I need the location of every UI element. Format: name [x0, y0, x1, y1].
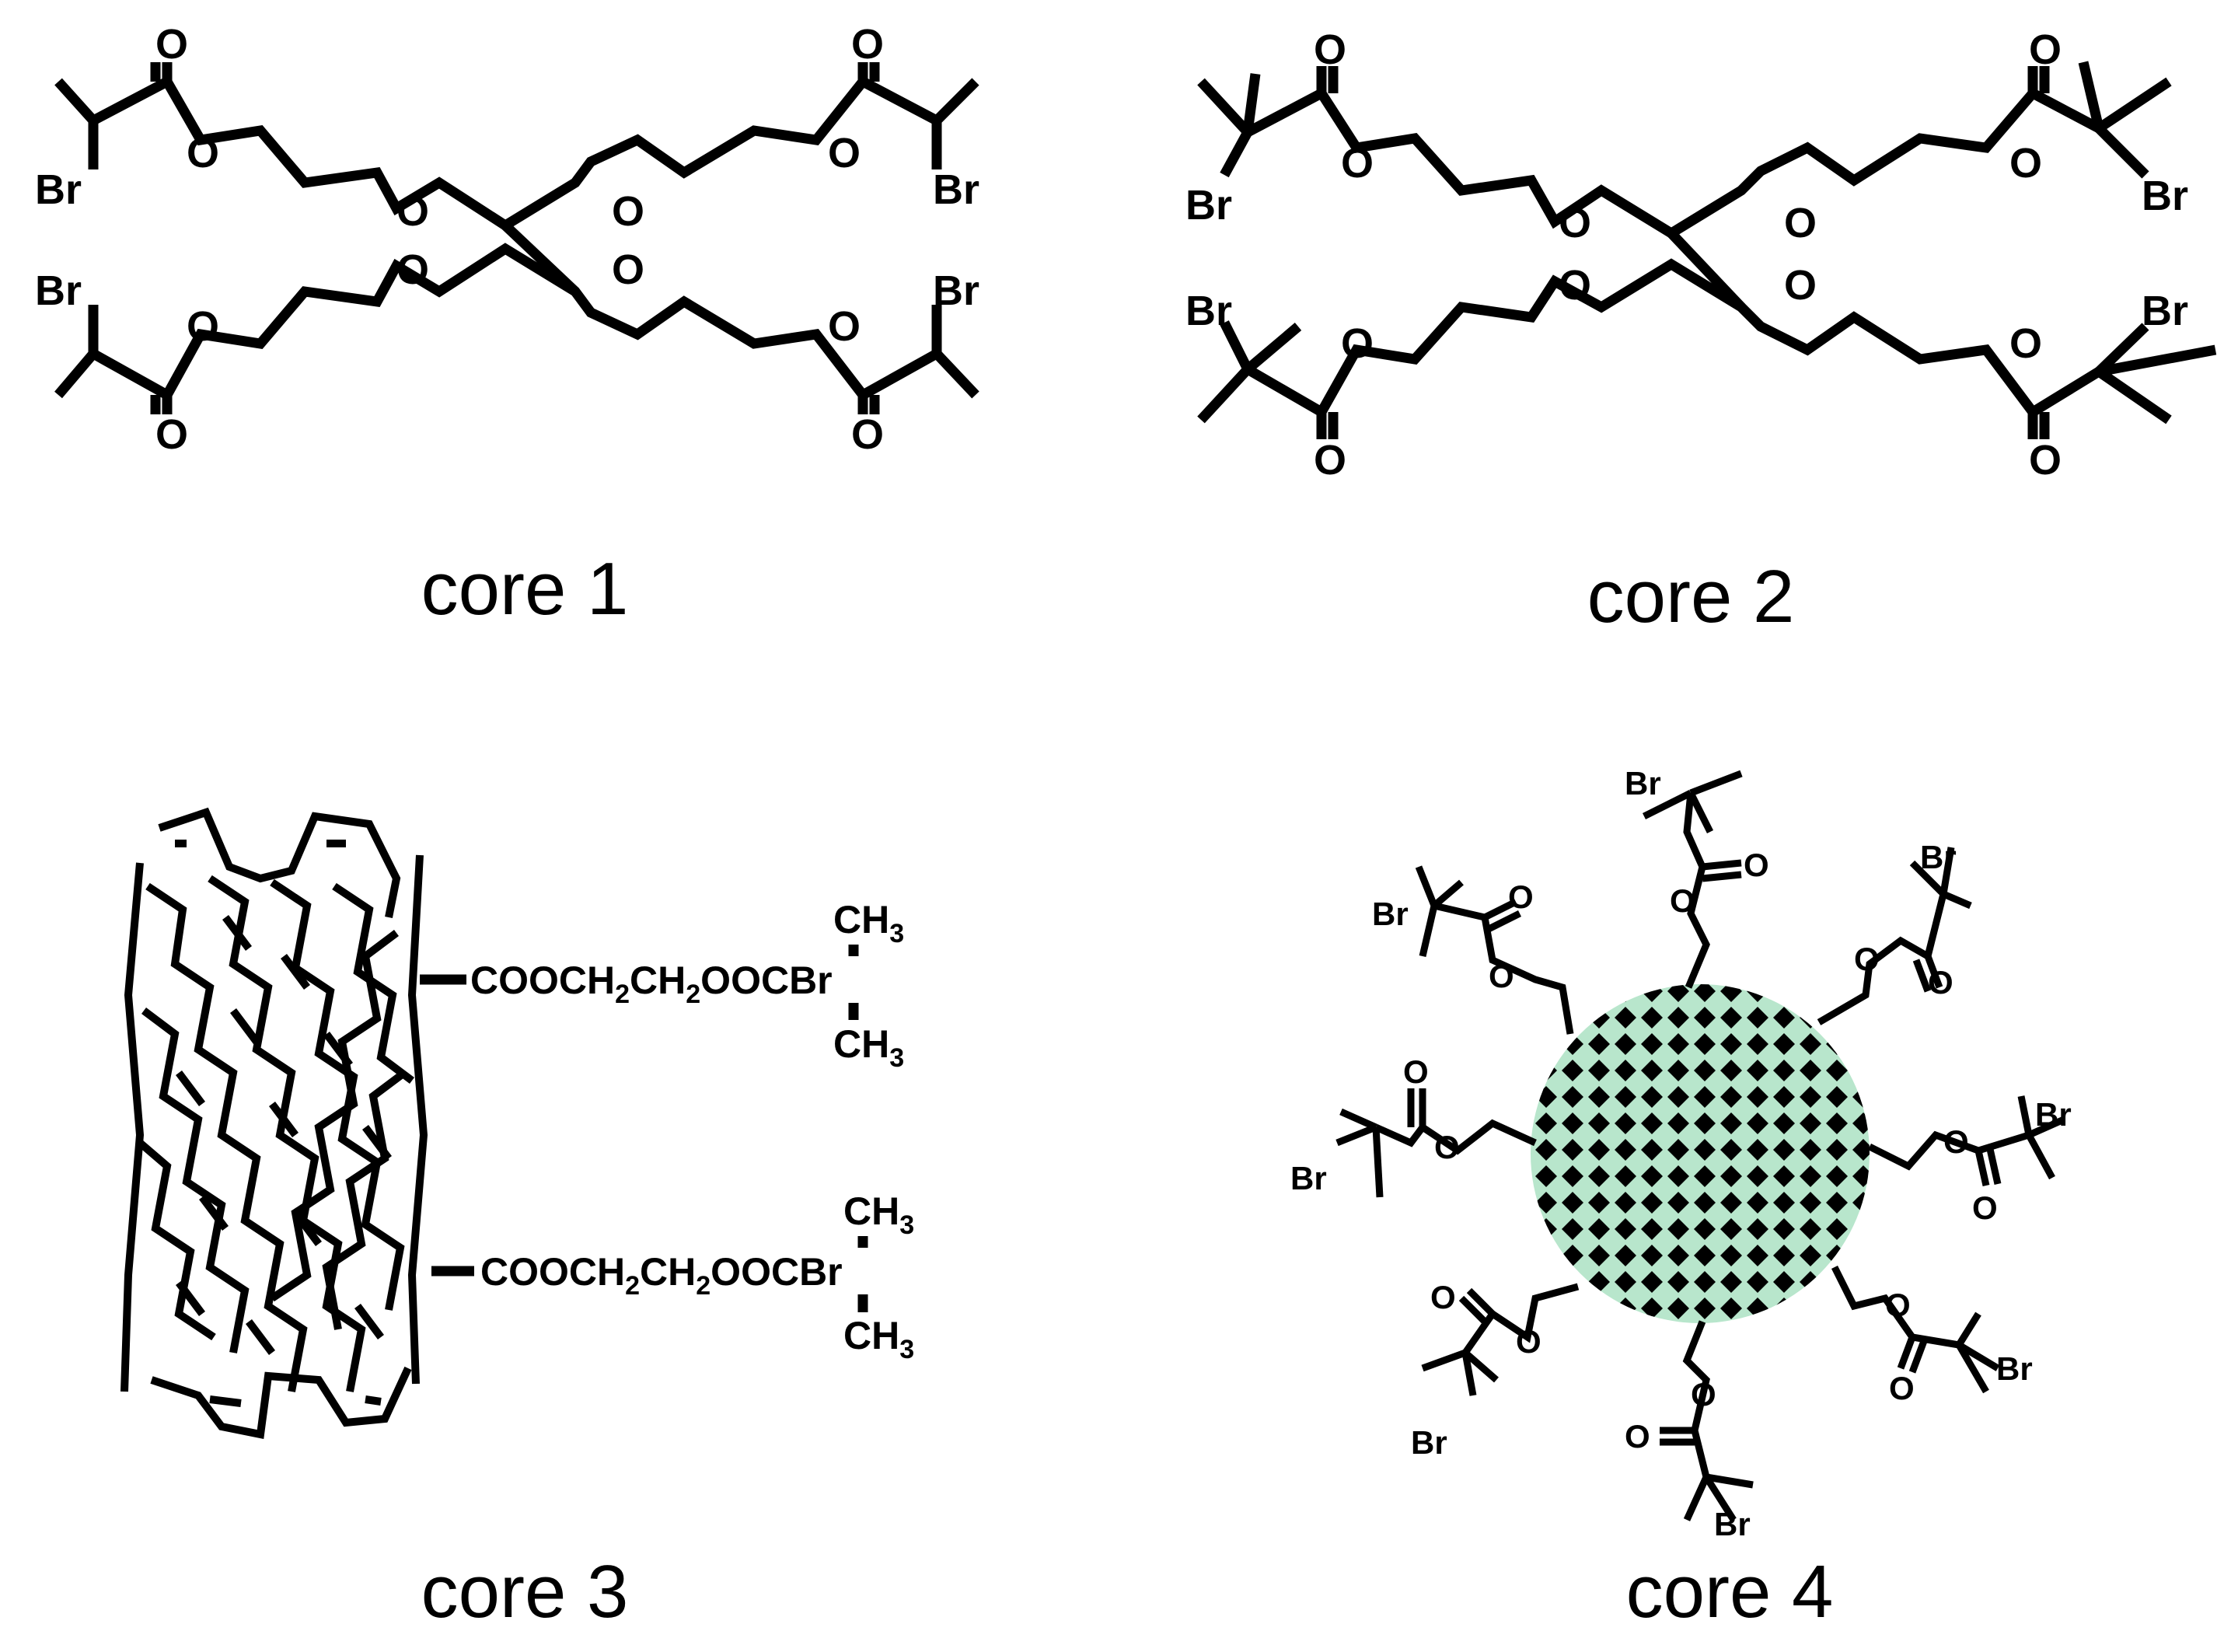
core-2-oxygen: O	[2029, 437, 2062, 484]
core-2-bromine: Br	[2142, 288, 2188, 334]
core-1-bromine: Br	[933, 267, 979, 314]
core-4-bromine: Br	[1996, 1350, 2033, 1387]
core-1-oxygen: O	[187, 130, 219, 176]
core-3-initiator-upper: COOCH2CH2OOCBr CH3 CH3	[470, 898, 904, 1073]
core-2-oxygen: O	[1559, 200, 1591, 246]
core-4-bromine: Br	[1372, 896, 1409, 932]
core-4-oxygen: O	[1625, 1418, 1650, 1455]
core-2-oxygen: O	[1784, 262, 1817, 309]
core-2-bromine: Br	[2142, 173, 2188, 219]
core-1-bromine: Br	[35, 267, 82, 314]
core-4-oxygen: O	[1889, 1370, 1915, 1406]
core-4-bromine: Br	[1625, 765, 1661, 802]
svg-text:COOCH2CH2OOCBr: COOCH2CH2OOCBr	[470, 959, 833, 1009]
nanoparticle	[1531, 984, 1870, 1323]
core-4-oxygen: O	[1489, 958, 1514, 994]
svg-text:CH3: CH3	[843, 1189, 914, 1240]
core-4-ligands: Br O O Br O O Br O O O O Br O Br O O O B…	[1290, 765, 2072, 1542]
caption-core-1: core 1	[421, 547, 629, 630]
core-2-oxygen: O	[2009, 140, 2042, 187]
core-4-oxygen: O	[1691, 1376, 1716, 1413]
core-2-oxygen: O	[2029, 26, 2062, 73]
core-1-oxygen: O	[612, 188, 644, 235]
core-2-oxygen: O	[1341, 320, 1374, 367]
core-2-oxygen: O	[1341, 140, 1374, 187]
core-2-oxygen: O	[2009, 320, 2042, 367]
core-1-oxygen: O	[851, 21, 884, 68]
core-4-bromine: Br	[1920, 839, 1957, 875]
core-1-oxygen: O	[396, 246, 429, 293]
svg-text:CH3: CH3	[843, 1314, 914, 1364]
core-4-oxygen: O	[1885, 1287, 1911, 1323]
core-1-oxygen: O	[828, 130, 861, 176]
core-1-oxygen: O	[612, 246, 644, 293]
core-4-oxygen: O	[1854, 941, 1880, 977]
core-1-oxygen: O	[828, 303, 861, 350]
core-1-bromine: Br	[35, 166, 82, 213]
svg-text:COOCH2CH2OOCBr: COOCH2CH2OOCBr	[480, 1250, 843, 1301]
core-4-oxygen: O	[1508, 878, 1534, 915]
core-2-structure: O O O O O O O O O O O O Br Br Br Br	[1185, 26, 2217, 484]
caption-core-2: core 2	[1587, 555, 1795, 638]
carbon-nanotube	[120, 807, 474, 1439]
core-1-bromine: Br	[933, 166, 979, 213]
core-1-oxygen: O	[187, 303, 219, 350]
core-2-bromine: Br	[1185, 288, 1232, 334]
core-4-oxygen: O	[1943, 1123, 1969, 1160]
core-4-oxygen: O	[1670, 882, 1695, 919]
core-4-oxygen: O	[1516, 1323, 1541, 1360]
core-1-oxygen: O	[155, 21, 188, 68]
core-4-bromine: Br	[1290, 1160, 1327, 1196]
core-3-initiator-lower: COOCH2CH2OOCBr CH3 CH3	[480, 1189, 914, 1364]
core-1-oxygen: O	[851, 411, 884, 458]
core-2-oxygen: O	[1784, 200, 1817, 246]
core-2-oxygen: O	[1314, 26, 1346, 73]
core-4-oxygen: O	[1972, 1189, 1998, 1226]
core-1-oxygen: O	[396, 188, 429, 235]
core-4-oxygen: O	[1403, 1053, 1429, 1090]
caption-core-4: core 4	[1626, 1550, 1834, 1633]
core-1-oxygen: O	[155, 411, 188, 458]
core-4-bromine: Br	[1714, 1506, 1751, 1542]
core-4-oxygen: O	[1430, 1279, 1456, 1315]
core-4-bromine: Br	[1411, 1424, 1447, 1461]
core-2-oxygen: O	[1314, 437, 1346, 484]
core-4-bromine: Br	[2035, 1096, 2072, 1133]
core-4-oxygen: O	[1434, 1129, 1460, 1165]
core-4-oxygen: O	[1744, 847, 1769, 883]
core-1-structure: O O O O O O O O O O O O Br Br Br Br	[35, 21, 979, 458]
core-2-oxygen: O	[1559, 262, 1591, 309]
caption-core-3: core 3	[421, 1550, 629, 1633]
svg-text:CH3: CH3	[833, 1022, 904, 1073]
core-2-bromine: Br	[1185, 182, 1232, 229]
core-4-oxygen: O	[1928, 964, 1953, 1001]
svg-text:CH3: CH3	[833, 898, 904, 948]
